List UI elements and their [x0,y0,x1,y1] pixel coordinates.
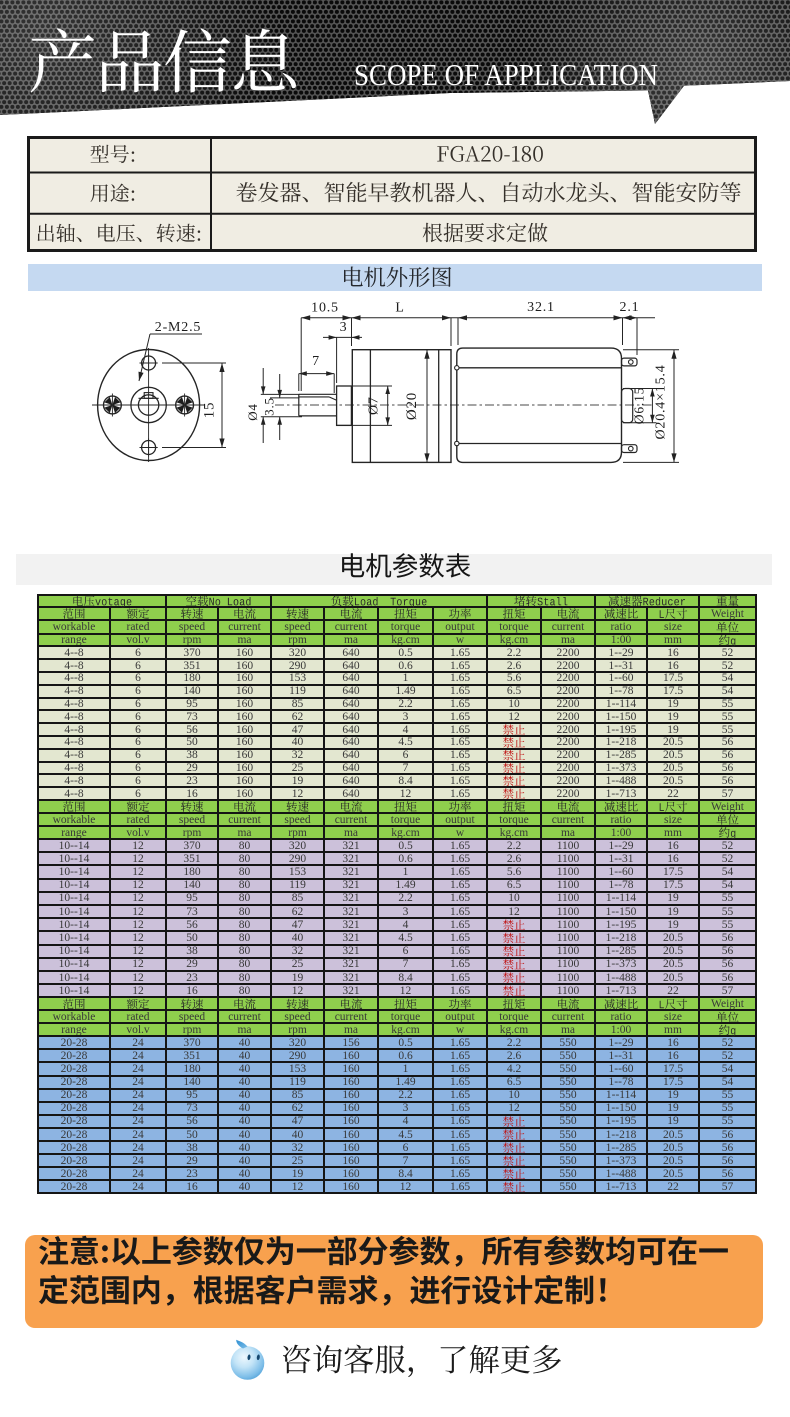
svg-text:Ø20: Ø20 [404,392,420,420]
svg-text:3.5: 3.5 [262,397,277,416]
svg-text:L: L [395,301,404,316]
svg-text:32.1: 32.1 [527,300,555,315]
svg-text:Ø20.4×15.4: Ø20.4×15.4 [654,364,669,439]
svg-text:10.5: 10.5 [311,301,339,316]
svg-text:Ø6.15: Ø6.15 [632,387,647,424]
svg-text:2.1: 2.1 [620,300,640,315]
svg-text:3: 3 [340,320,348,335]
svg-text:2-M2.5: 2-M2.5 [155,320,201,335]
svg-text:Ø7: Ø7 [367,396,382,415]
svg-text:7: 7 [312,354,320,369]
svg-text:Ø4: Ø4 [245,403,260,421]
svg-text:15: 15 [202,402,218,419]
svg-text:SCOPE OF APPLICATION: SCOPE OF APPLICATION [354,57,658,92]
